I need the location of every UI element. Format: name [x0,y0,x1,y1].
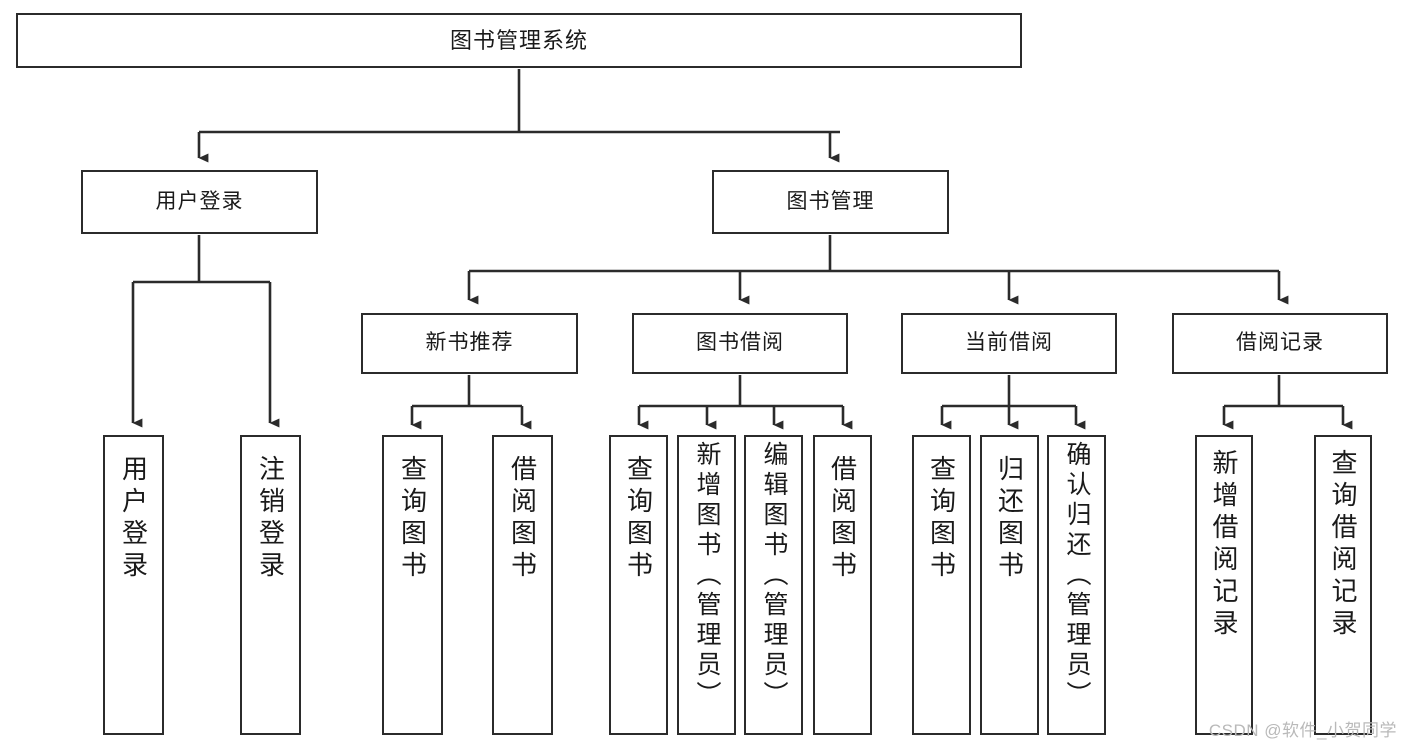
node-leaf-query-book-1[interactable]: 查询图书 [382,435,443,735]
node-leaf-add-record[interactable]: 新增借阅记录 [1195,435,1253,735]
node-root[interactable]: 图书管理系统 [16,13,1022,68]
node-leaf-borrow-book-2[interactable]: 借阅图书 [813,435,872,735]
node-leaf-add-book[interactable]: 新增图书（管理员） [677,435,736,735]
node-leaf-return-book-label: 归还图书 [994,455,1025,583]
node-user-login[interactable]: 用户登录 [81,170,318,234]
node-leaf-add-record-label: 新增借阅记录 [1209,449,1239,641]
node-current-borrow-label: 当前借阅 [965,331,1053,355]
node-new-book-recommend[interactable]: 新书推荐 [361,313,578,374]
node-leaf-confirm-return-label: 确认归还（管理员） [1063,441,1091,711]
node-leaf-query-book-2[interactable]: 查询图书 [609,435,668,735]
node-book-manage[interactable]: 图书管理 [712,170,949,234]
node-leaf-user-login[interactable]: 用户登录 [103,435,164,735]
node-leaf-user-login-label: 用户登录 [118,455,149,583]
node-leaf-return-book[interactable]: 归还图书 [980,435,1039,735]
node-leaf-query-book-1-label: 查询图书 [397,455,428,583]
node-leaf-borrow-book-2-label: 借阅图书 [827,455,858,583]
node-leaf-edit-book[interactable]: 编辑图书（管理员） [744,435,803,735]
node-leaf-query-record[interactable]: 查询借阅记录 [1314,435,1372,735]
node-book-manage-label: 图书管理 [786,189,875,213]
node-leaf-borrow-book-1[interactable]: 借阅图书 [492,435,553,735]
node-leaf-borrow-book-1-label: 借阅图书 [507,455,538,583]
node-user-login-label: 用户登录 [155,189,244,213]
node-borrow-record-label: 借阅记录 [1236,331,1324,355]
node-book-borrow[interactable]: 图书借阅 [632,313,848,374]
node-book-borrow-label: 图书借阅 [696,331,784,355]
node-leaf-logout-login-label: 注销登录 [255,455,286,583]
node-new-book-recommend-label: 新书推荐 [425,331,514,355]
node-current-borrow[interactable]: 当前借阅 [901,313,1117,374]
node-leaf-add-book-label: 新增图书（管理员） [693,441,721,711]
node-leaf-logout-login[interactable]: 注销登录 [240,435,301,735]
node-leaf-query-record-label: 查询借阅记录 [1328,449,1358,641]
node-leaf-query-book-3-label: 查询图书 [926,455,957,583]
watermark: CSDN @软件_小贺同学 [1208,721,1397,740]
node-leaf-query-book-3[interactable]: 查询图书 [912,435,971,735]
node-leaf-confirm-return[interactable]: 确认归还（管理员） [1047,435,1106,735]
node-root-label: 图书管理系统 [449,27,588,53]
node-leaf-edit-book-label: 编辑图书（管理员） [760,441,788,711]
node-borrow-record[interactable]: 借阅记录 [1172,313,1388,374]
node-leaf-query-book-2-label: 查询图书 [623,455,654,583]
